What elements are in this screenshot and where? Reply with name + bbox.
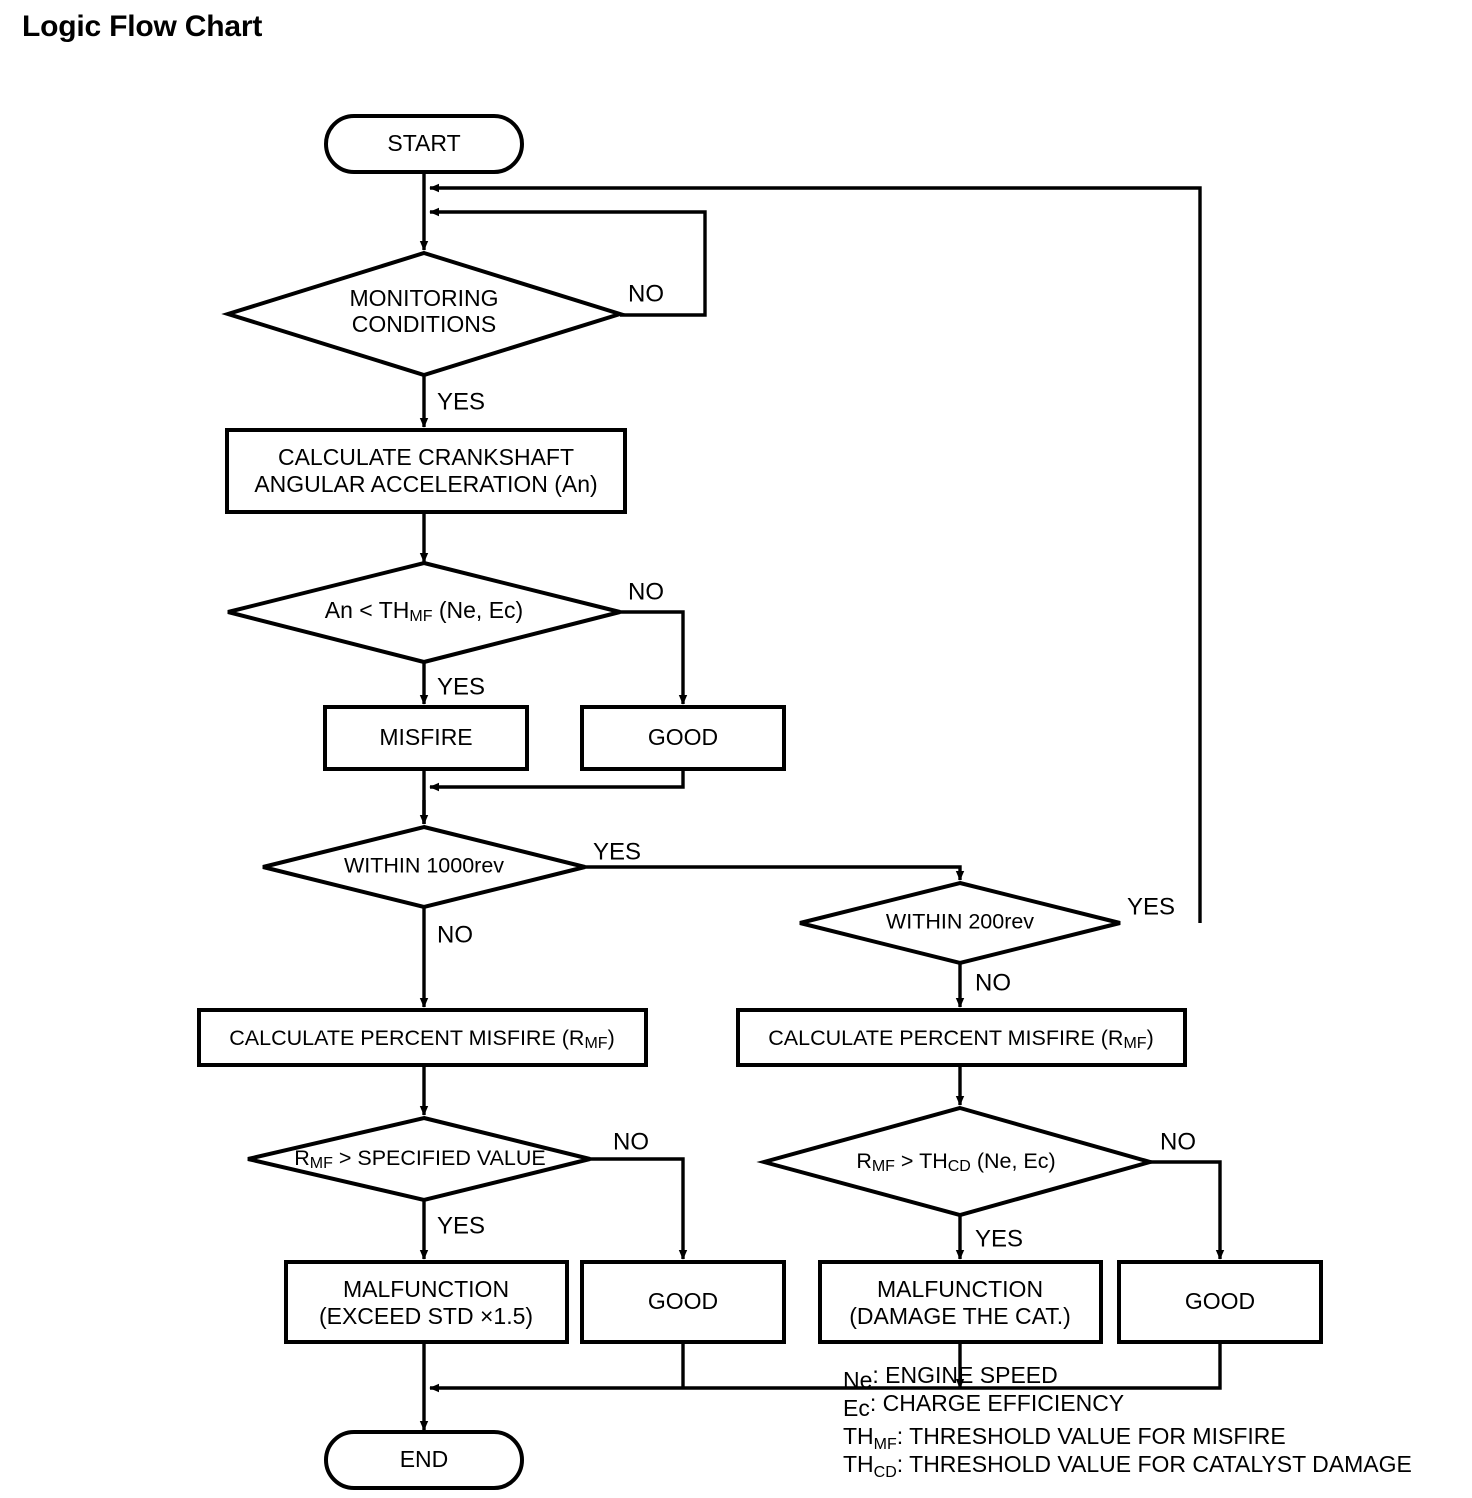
connector-layer [419,170,1225,1431]
node-good2-label: GOOD [648,1288,718,1314]
node-misfire[interactable]: MISFIRE [323,705,529,771]
node-malf-cat-line2: (DAMAGE THE CAT.) [849,1303,1071,1329]
edge-label-within200-yes: YES [1127,893,1175,920]
legend-item-1: Ec: CHARGE EFFICIENCY [843,1390,1124,1421]
edge-rmfthcd-no [1150,1160,1225,1260]
edge-good1-merge [429,768,685,792]
node-malfunction-exceed-std[interactable]: MALFUNCTION (EXCEED STD ×1.5) [284,1260,569,1344]
edge-label-rmfthcd-no: NO [1160,1128,1196,1155]
edge-label-an-yes: YES [437,673,485,700]
node-calc-pct-left-label: CALCULATE PERCENT MISFIRE (RMF) [229,1026,614,1053]
node-malf-std-line2: (EXCEED STD ×1.5) [319,1303,533,1329]
node-within-1000rev[interactable]: WITHIN 1000rev [262,824,586,910]
legend-item-3: THCD: THRESHOLD VALUE FOR CATALYST DAMAG… [843,1451,1412,1481]
legend: Ne: ENGINE SPEED Ec: CHARGE EFFICIENCY T… [843,1362,1412,1481]
node-good1-label: GOOD [648,724,718,750]
node-monitoring-line2: CONDITIONS [352,311,496,337]
node-calculate-percent-misfire-left[interactable]: CALCULATE PERCENT MISFIRE (RMF) [197,1008,648,1067]
node-start[interactable]: START [324,114,524,174]
node-malf-cat-line1: MALFUNCTION [877,1276,1043,1302]
edge-rmfspec-no [590,1157,688,1260]
node-start-label: START [387,130,460,156]
edge-label-rmfspec-no: NO [613,1128,649,1155]
node-malf-std-line1: MALFUNCTION [343,1276,509,1302]
node-good-thcd-branch[interactable]: GOOD [1117,1260,1323,1344]
node-good-spec-branch[interactable]: GOOD [580,1260,786,1344]
node-rmf-greater-thcd[interactable]: RMF > THCD (Ne, Ec) [756,1105,1158,1218]
node-good-misfire-branch[interactable]: GOOD [580,705,786,771]
legend-item-0: Ne: ENGINE SPEED [843,1362,1058,1393]
node-malfunction-damage-catalyst[interactable]: MALFUNCTION (DAMAGE THE CAT.) [818,1260,1103,1344]
node-calc-accel-line1: CALCULATE CRANKSHAFT [278,444,574,470]
node-within-200rev[interactable]: WITHIN 200rev [799,880,1121,966]
edge-label-within1000-yes: YES [593,838,641,865]
node-calc-pct-right-label: CALCULATE PERCENT MISFIRE (RMF) [768,1026,1153,1053]
node-rmf-thcd-label: RMF > THCD (Ne, Ec) [856,1149,1055,1176]
edge-monitoring-no-loop [429,207,707,317]
page-title: Logic Flow Chart [22,10,263,43]
edge-label-within1000-no: NO [437,921,473,948]
node-monitoring-conditions[interactable]: MONITORING CONDITIONS [221,250,627,378]
edge-within200-yes-return [429,183,1202,923]
edge-ancmp-no [620,610,688,705]
node-within1000-label: WITHIN 1000rev [344,854,504,878]
node-good3-label: GOOD [1185,1288,1255,1314]
node-rmf-spec-label: RMF > SPECIFIED VALUE [294,1146,546,1173]
edge-good3-to-bus [429,1342,1222,1393]
node-within200-label: WITHIN 200rev [886,910,1034,934]
edge-within1000-yes [585,865,965,881]
node-end[interactable]: END [324,1430,524,1490]
node-calc-accel-line2: ANGULAR ACCELERATION (An) [254,471,597,497]
edge-label-monitoring-no: NO [628,280,664,307]
node-misfire-label: MISFIRE [379,724,472,750]
edge-label-layer: NO YES NO YES YES NO YES NO NO YES NO YE… [437,280,1196,1252]
edge-label-rmfspec-yes: YES [437,1212,485,1239]
node-an-less-than-thmf[interactable]: An < THMF (Ne, Ec) [227,560,621,665]
node-rmf-greater-specified-value[interactable]: RMF > SPECIFIED VALUE [247,1115,591,1203]
edge-label-within200-no: NO [975,969,1011,996]
node-monitoring-line1: MONITORING [349,285,498,311]
node-an-cmp-label: An < THMF (Ne, Ec) [325,597,523,625]
node-end-label: END [400,1446,449,1472]
edge-label-an-no: NO [628,578,664,605]
edge-label-monitoring-yes: YES [437,388,485,415]
node-calculate-percent-misfire-right[interactable]: CALCULATE PERCENT MISFIRE (RMF) [736,1008,1187,1067]
edge-label-rmfthcd-yes: YES [975,1225,1023,1252]
node-calculate-crankshaft-accel[interactable]: CALCULATE CRANKSHAFT ANGULAR ACCELERATIO… [225,428,627,514]
legend-item-2: THMF: THRESHOLD VALUE FOR MISFIRE [843,1423,1286,1453]
